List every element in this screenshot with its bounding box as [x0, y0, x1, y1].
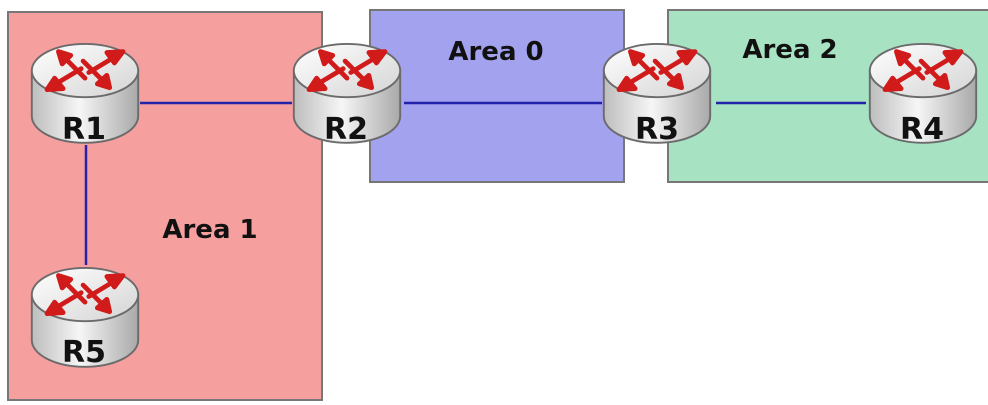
router-r4[interactable]: R4: [870, 44, 976, 147]
router-r5-label: R5: [62, 335, 106, 370]
router-r3[interactable]: R3: [604, 44, 710, 147]
area-0-region: [369, 9, 625, 183]
area-1-label: Area 1: [162, 215, 257, 245]
router-r1-label: R1: [62, 112, 106, 147]
router-r3-label: R3: [635, 112, 679, 147]
router-r1[interactable]: R1: [32, 44, 138, 147]
area-0-label: Area 0: [448, 37, 543, 67]
router-r2-label: R2: [324, 112, 368, 147]
area-2-label: Area 2: [742, 35, 837, 65]
router-r4-label: R4: [900, 112, 944, 147]
router-r2[interactable]: R2: [294, 44, 400, 147]
router-r5[interactable]: R5: [32, 268, 138, 370]
